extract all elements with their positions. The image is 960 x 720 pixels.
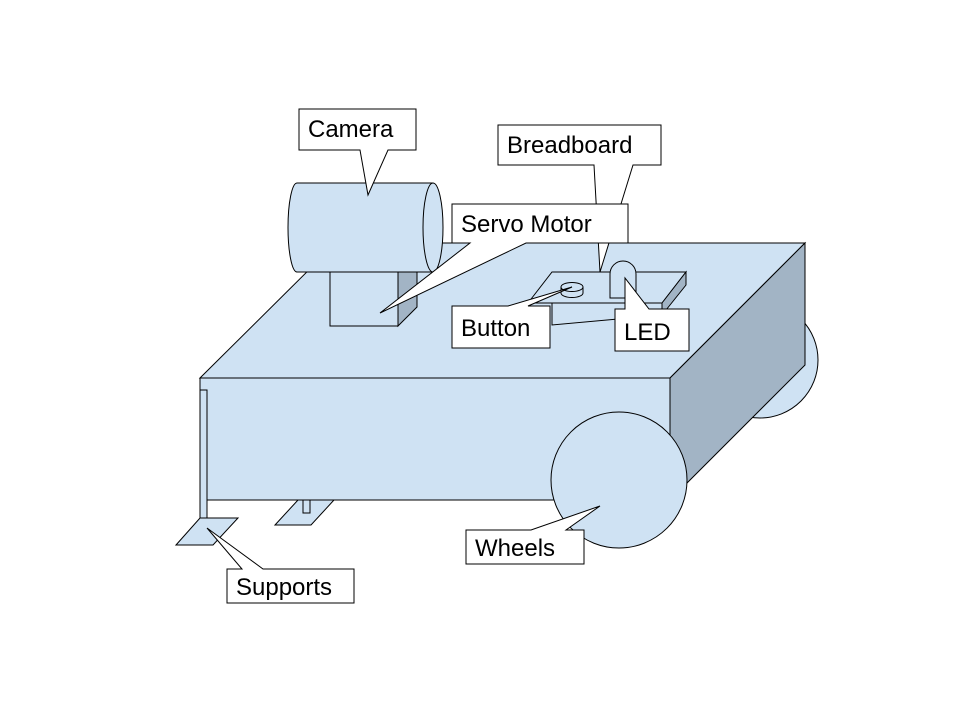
led-label: LED: [624, 319, 671, 346]
support-front-post: [199, 389, 208, 529]
camera-body: [287, 182, 434, 273]
button-label: Button: [461, 315, 530, 342]
wheels-callout-shape: [465, 505, 601, 565]
support-rear-post: [302, 499, 311, 514]
servo-motor-callout-shape: [379, 203, 629, 314]
camera-lens-end: [422, 182, 444, 273]
front-wheel: [550, 411, 688, 549]
supports-label: Supports: [236, 574, 332, 601]
camera-callout: Camera: [298, 108, 417, 197]
chassis: [198, 241, 807, 502]
breadboard-top: [526, 271, 688, 304]
servo-motor-label: Servo Motor: [461, 211, 592, 238]
support-front-foot: [174, 517, 240, 546]
servo-motor-callout: Servo Motor: [379, 203, 629, 314]
led-callout-shape: [614, 276, 690, 352]
breadboard-label: Breadboard: [507, 132, 632, 159]
led-callout: LED: [614, 276, 690, 352]
supports-callout-shape: [206, 527, 355, 604]
camera-callout-shape: [298, 108, 417, 197]
supports: [174, 389, 336, 546]
camera: [287, 182, 444, 273]
button-callout: Button: [451, 286, 573, 349]
button-callout-shape: [451, 286, 573, 349]
camera-label: Camera: [308, 116, 394, 143]
supports-callout: Supports: [206, 527, 355, 604]
breadboard-callout: Breadboard: [497, 124, 662, 273]
wheels-callout: Wheels: [465, 505, 601, 565]
wheels-label: Wheels: [475, 535, 555, 562]
